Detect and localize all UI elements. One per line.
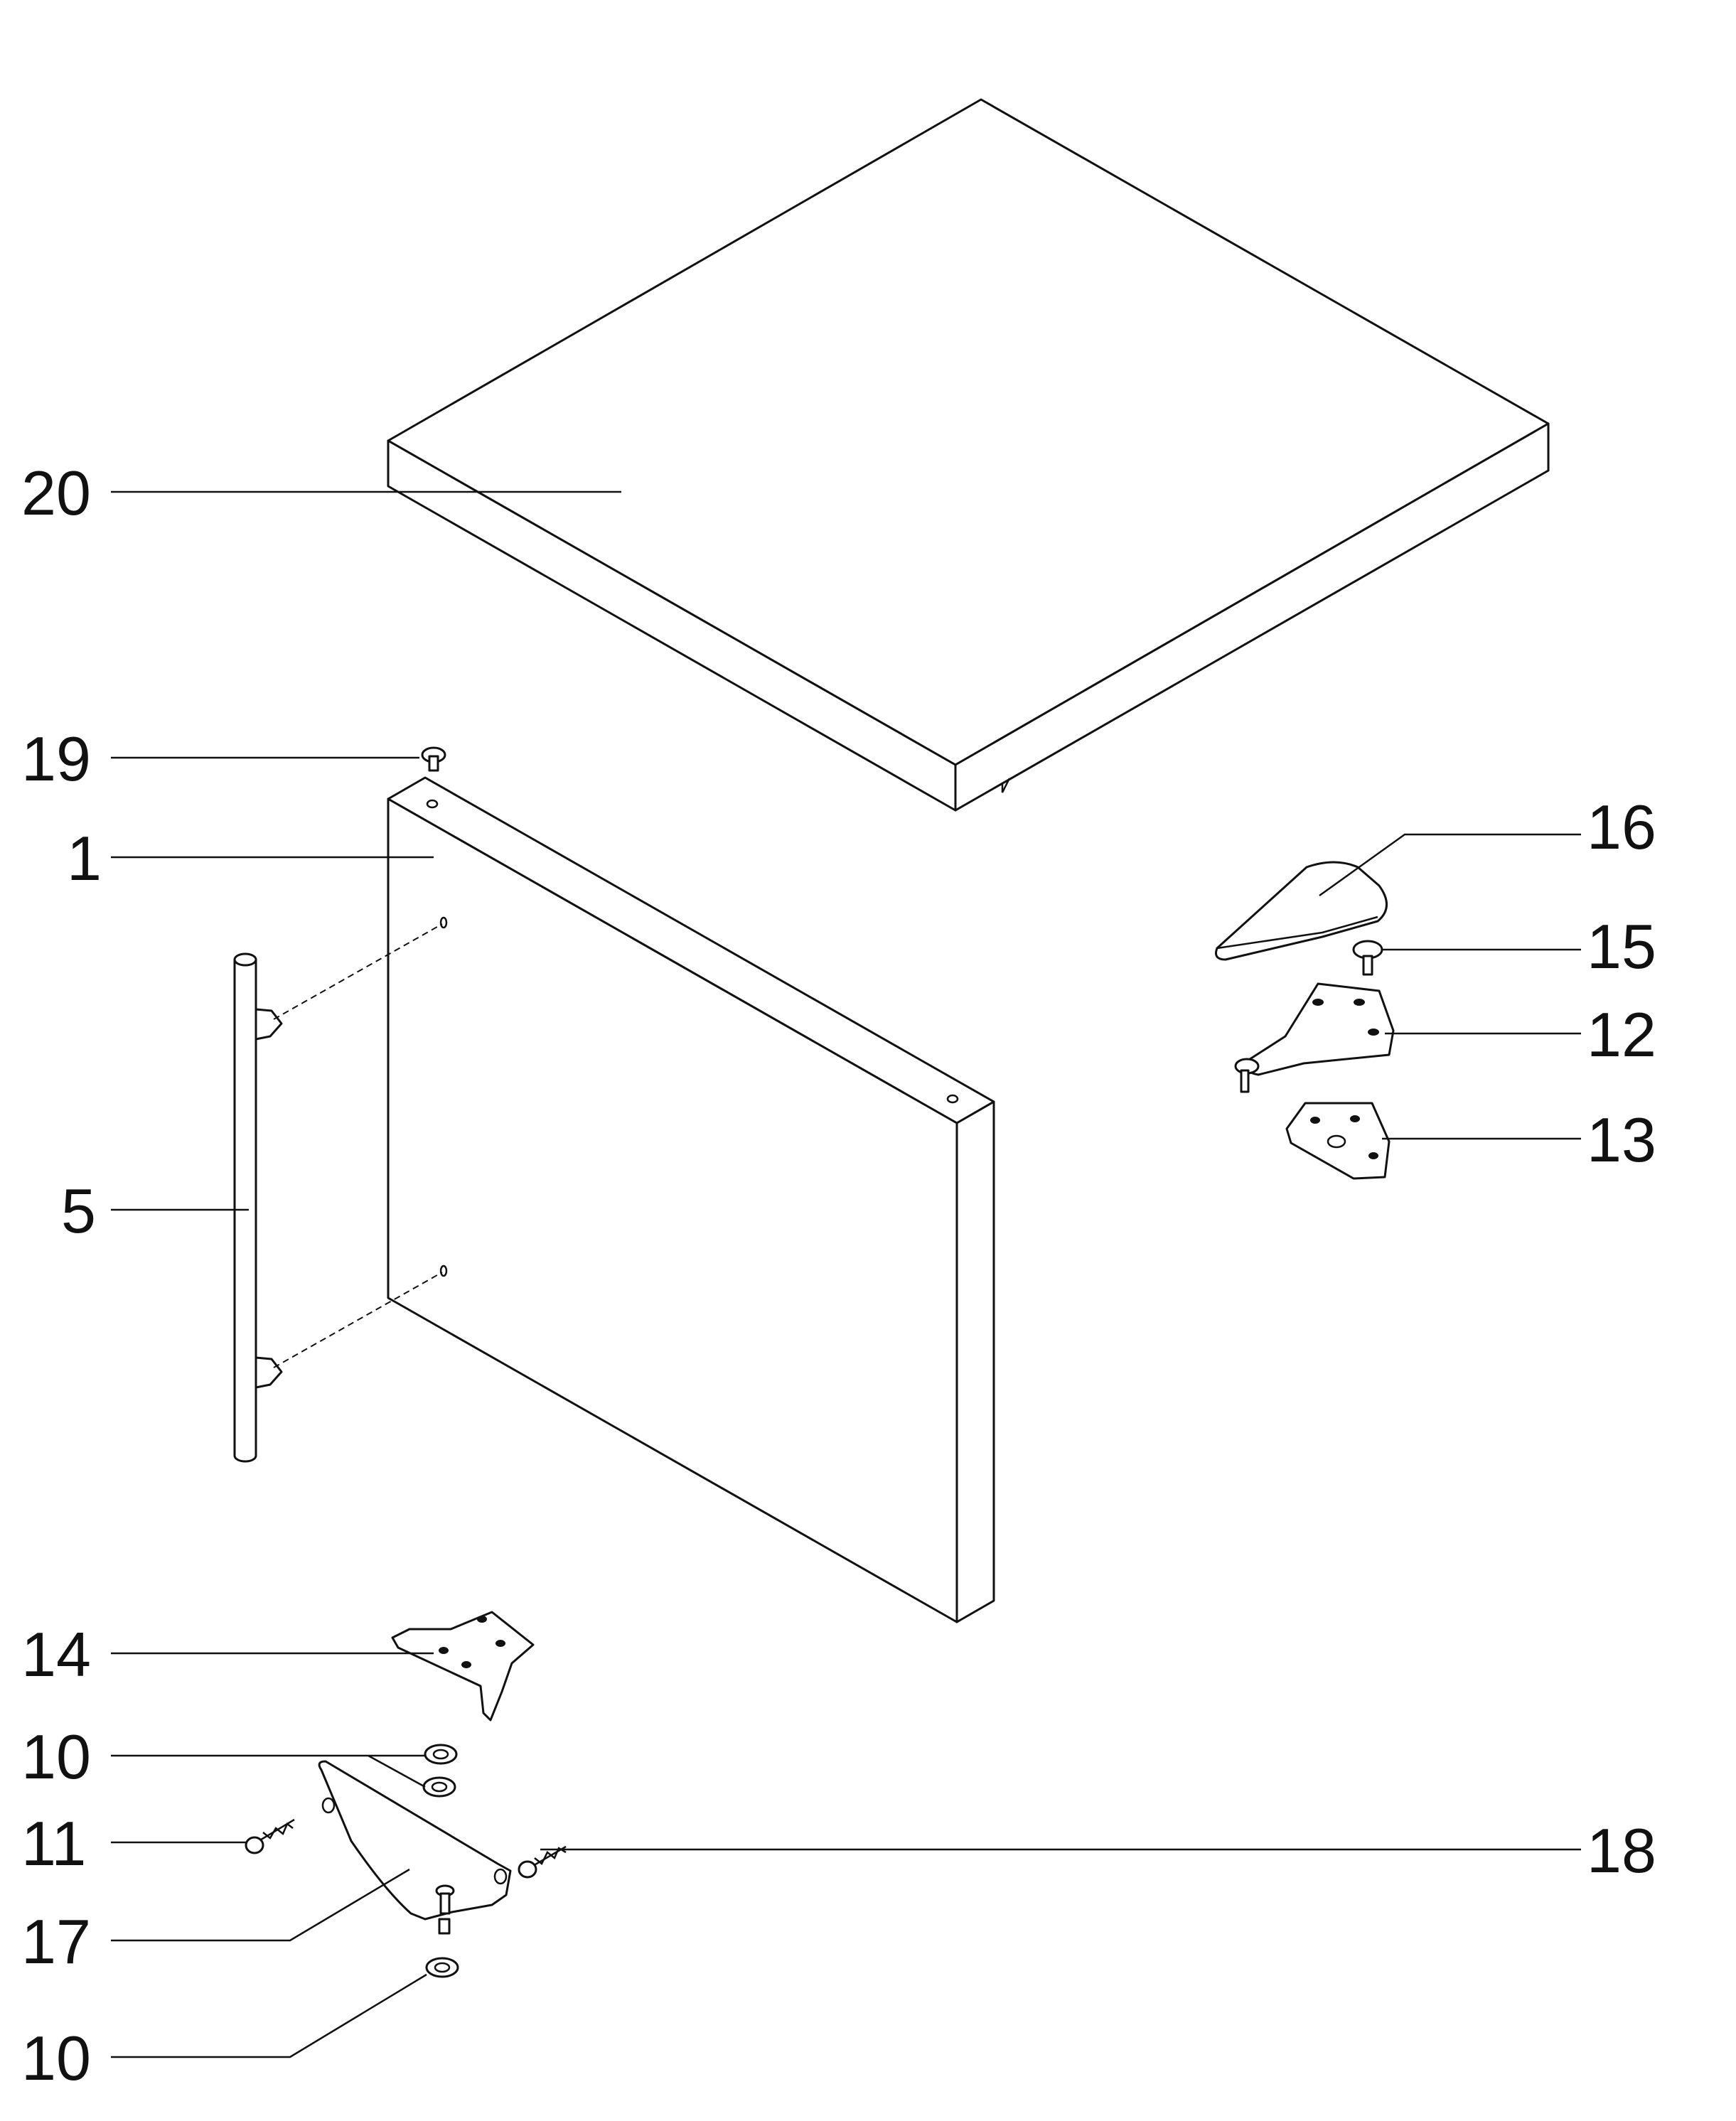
part-1-door-panel [387, 776, 995, 1623]
part-10-lower-washer [425, 1957, 459, 1978]
part-11-screw [245, 1818, 295, 1854]
callout-18: 18 [1587, 1815, 1656, 1886]
part-15-pin [1352, 940, 1383, 976]
callout-10-lower: 10 [21, 2023, 91, 2093]
callout-20: 20 [21, 458, 91, 528]
callout-15: 15 [1587, 911, 1656, 982]
leader-16 [1319, 833, 1581, 897]
callout-14: 14 [21, 1619, 91, 1690]
callout-10-upper: 10 [21, 1722, 91, 1792]
callout-labels: 20 19 1 5 16 15 12 13 14 10 11 17 10 18 [21, 458, 1656, 2093]
part-14-lower-bracket [391, 1611, 535, 1722]
leader-17 [111, 1868, 410, 1942]
part-19-pivot-pin [421, 746, 446, 772]
part-12-hinge-plate [1234, 982, 1395, 1093]
callout-13: 13 [1587, 1105, 1656, 1175]
part-17-lower-hinge [318, 1760, 512, 1935]
part-10-upper-washers [422, 1744, 458, 1798]
part-16-hinge-cover [1215, 861, 1388, 961]
callout-16: 16 [1587, 792, 1656, 862]
leader-10-lower [111, 1973, 427, 2058]
callout-17: 17 [21, 1906, 91, 1977]
callout-12: 12 [1587, 999, 1656, 1070]
part-13-base-plate [1285, 1102, 1391, 1180]
leader-10-upper-branch [368, 1754, 426, 1788]
part-18-screw [518, 1845, 567, 1879]
leader-lines [111, 490, 1581, 2058]
callout-19: 19 [21, 724, 91, 794]
callout-11: 11 [21, 1808, 86, 1879]
callout-1: 1 [67, 823, 102, 893]
part-20-worktop [387, 98, 1550, 812]
callout-5: 5 [61, 1176, 96, 1246]
